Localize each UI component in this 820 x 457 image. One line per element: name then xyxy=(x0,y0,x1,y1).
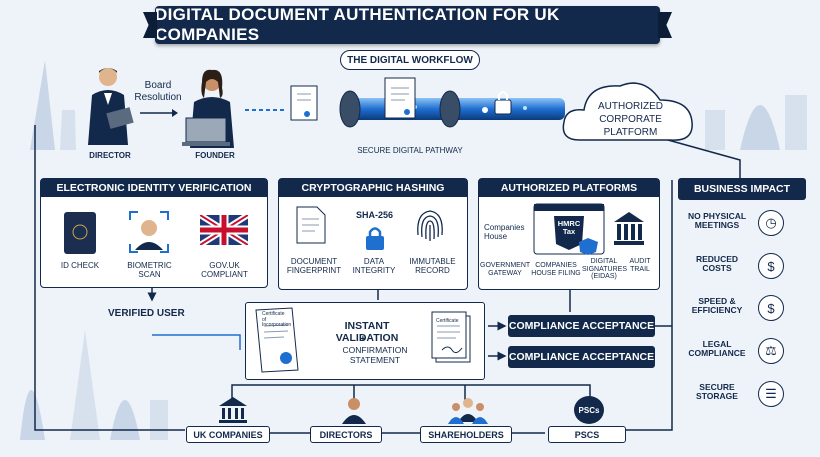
compliance-acceptance-2: COMPLIANCE ACCEPTANCE xyxy=(508,346,655,368)
gavel-icon: ⚖ xyxy=(758,338,784,364)
cloud-icon xyxy=(562,82,693,141)
signed-document-icon xyxy=(431,311,471,363)
shareholders-icon xyxy=(448,398,488,424)
impact-item-costs: REDUCED COSTS xyxy=(695,254,739,274)
gov-uk-compliant-label: GOV.UK COMPLIANT xyxy=(201,261,248,279)
bank-icon xyxy=(219,397,247,423)
secure-pathway-graphic xyxy=(245,77,565,128)
server-icon: ☰ xyxy=(758,381,784,407)
uk-companies-pill: UK COMPANIES xyxy=(186,426,270,443)
impact-item-meetings: NO PHYSICAL MEETINGS xyxy=(687,211,747,231)
instant-validation-label: INSTANT VALIDATION xyxy=(335,320,399,344)
building-icon xyxy=(614,212,644,245)
speed-icon: $ xyxy=(758,295,784,321)
immutable-record-label: IMMUTABLE RECORD xyxy=(409,257,456,275)
impact-item-speed: SPEED & EFFICIENCY xyxy=(691,296,743,316)
biometric-scan-label: BIOMETRIC SCAN xyxy=(127,261,172,279)
certificate-doc-label-2: Certificate xyxy=(436,318,459,324)
certificate-icon xyxy=(255,307,299,373)
founder-label: FOUNDER xyxy=(195,151,235,160)
impact-title: BUSINESS IMPACT xyxy=(678,178,806,200)
director-label: DIRECTOR xyxy=(89,151,131,160)
hmrc-screen-icon xyxy=(533,203,605,255)
workflow-label: THE DIGITAL WORKFLOW xyxy=(340,50,480,70)
director-figure xyxy=(88,68,134,145)
pscs-badge: PSCs xyxy=(574,396,604,424)
page-title: DIGITAL DOCUMENT AUTHENTICATION FOR UK C… xyxy=(155,5,660,44)
document-icon xyxy=(296,206,326,244)
identity-panel-title: ELECTRONIC IDENTITY VERIFICATION xyxy=(41,179,267,197)
director-icon xyxy=(342,398,366,424)
platform-label: AUTHORIZED CORPORATE PLATFORM xyxy=(598,101,663,138)
identity-panel: ELECTRONIC IDENTITY VERIFICATION xyxy=(40,178,268,288)
passport-icon xyxy=(64,212,96,254)
shareholders-pill: SHAREHOLDERS xyxy=(420,426,512,443)
gov-gateway-label: GOVERNMENT GATEWAY xyxy=(480,262,531,277)
data-integrity-label: DATA INTEGRITY xyxy=(352,257,396,275)
impact-item-storage: SECURE STORAGE xyxy=(696,382,738,402)
biometric-icon xyxy=(129,211,169,253)
document-fingerprint-label: DOCUMENT FINGERPRINT xyxy=(286,257,342,275)
fingerprint-icon xyxy=(417,210,443,241)
clock-icon: ◷ xyxy=(758,210,784,236)
digital-signatures-label: DIGITAL SIGNATURES (eIDAS) xyxy=(582,258,627,281)
compliance-acceptance-1: COMPLIANCE ACCEPTANCE xyxy=(508,315,655,337)
pscs-pill: PSCs xyxy=(548,426,626,443)
companies-house-logo: Companies House xyxy=(484,223,525,241)
audit-trail-label: AUDIT TRAIL xyxy=(629,258,651,273)
confirmation-label: CONFIRMATION STATEMENT xyxy=(342,345,408,365)
hashing-panel-title: CRYPTOGRAPHIC HASHING xyxy=(279,179,467,197)
certificate-doc-label: Certificate of Incorporation xyxy=(262,311,292,328)
companies-house-filing-label: COMPANIES HOUSE FILING xyxy=(531,262,581,277)
hmrc-logo: HMRC Tax xyxy=(557,219,581,237)
lock-icon xyxy=(366,227,384,250)
pscs-badge-text: PSCs xyxy=(578,405,600,415)
founder-figure xyxy=(182,69,234,148)
id-check-label: ID CHECK xyxy=(60,261,100,270)
plus-label: + xyxy=(360,334,366,345)
sha-label: SHA-256 xyxy=(356,210,394,220)
coins-icon: $ xyxy=(758,253,784,279)
impact-item-legal: LEGAL COMPLIANCE xyxy=(688,339,746,359)
board-resolution-label: Board Resolution xyxy=(134,80,182,103)
platforms-panel-title: AUTHORIZED PLATFORMS xyxy=(479,179,659,197)
uk-flag-icon xyxy=(200,215,248,245)
verified-user-label: VERIFIED USER xyxy=(108,308,185,319)
directors-pill: DIRECTORS xyxy=(310,426,382,443)
arrow-icon xyxy=(140,109,178,117)
secure-pathway-label: SECURE DIGITAL PATHWAY xyxy=(357,146,463,155)
